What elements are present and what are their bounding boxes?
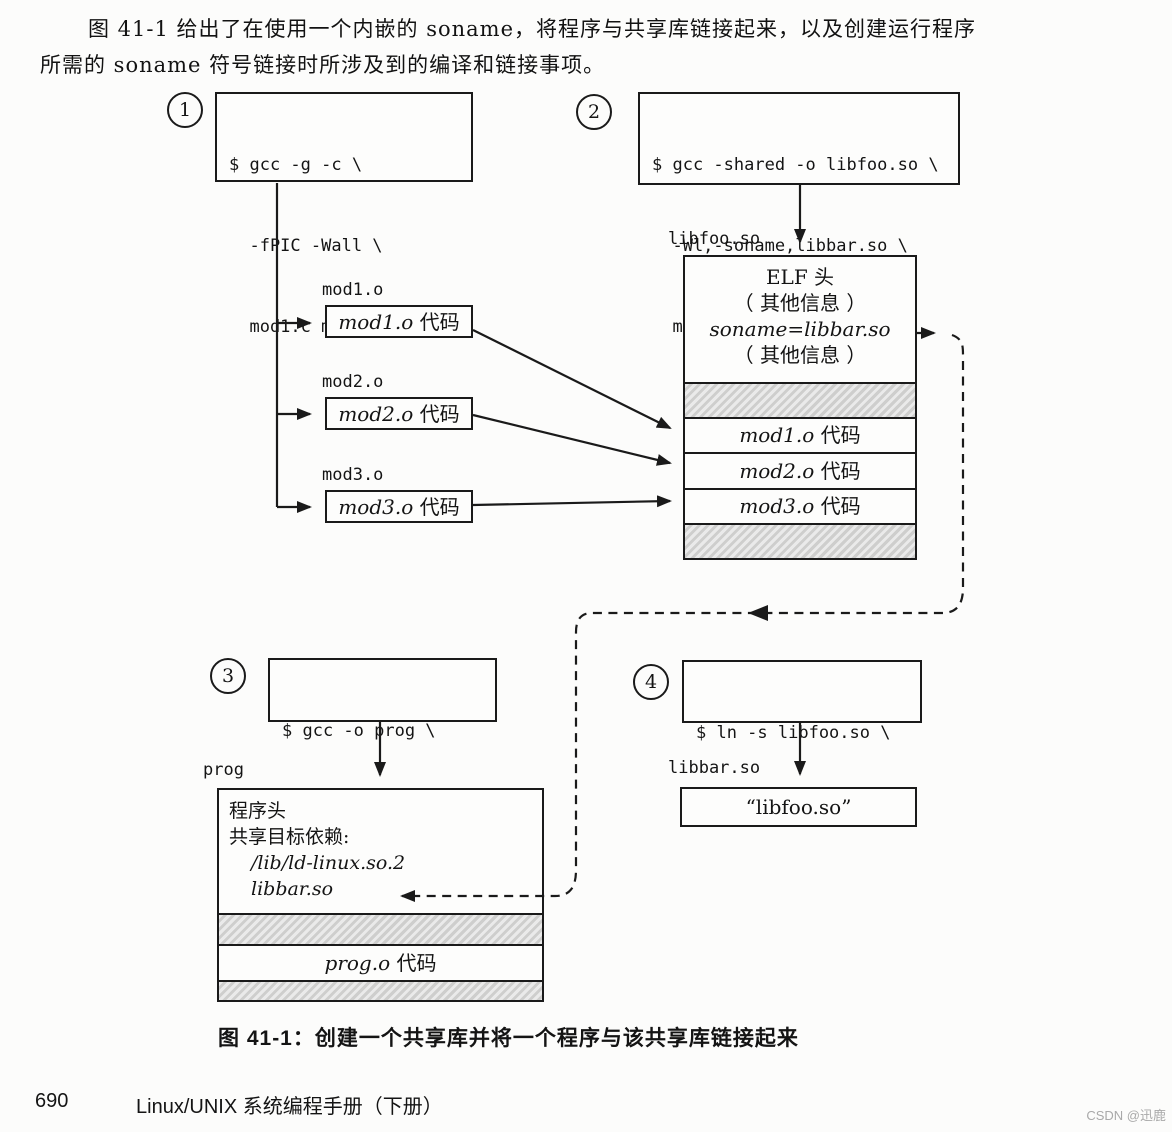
intro-paragraph-line1: 图 41-1 给出了在使用一个内嵌的 soname，将程序与共享库链接起来，以及… xyxy=(88,17,977,41)
step-3-number: 3 xyxy=(210,658,246,694)
shaded-section xyxy=(219,913,542,944)
mod1-code-row: mod1.o 代码 xyxy=(685,417,915,452)
prog-label: prog xyxy=(203,760,244,780)
code-name: mod3.o xyxy=(739,494,815,518)
step-1-number: 1 xyxy=(167,92,203,128)
command-line: -fPIC -Wall \ xyxy=(249,236,383,256)
step-2-number: 2 xyxy=(576,94,612,130)
code-suffix: 代码 xyxy=(820,459,861,483)
elf-header-title: ELF 头 xyxy=(765,265,835,289)
csdn-watermark: CSDN @迅鹿 xyxy=(1086,1108,1166,1123)
code-name: mod3.o xyxy=(338,495,414,519)
code-name: mod2.o xyxy=(338,402,414,426)
code-suffix: 代码 xyxy=(419,495,460,519)
code-name: mod1.o xyxy=(338,310,414,334)
intro-paragraph-line2: 所需的 soname 符号链接时所涉及到的编译和链接事项。 xyxy=(40,53,606,77)
elf-other-info: （ 其他信息 ） xyxy=(733,343,867,367)
step-2-command-box: $ gcc -shared -o libfoo.so \ -Wl,-soname… xyxy=(638,92,960,337)
mod2-o-label: mod2.o xyxy=(322,372,384,392)
mod1-o-label: mod1.o xyxy=(322,280,384,300)
libfoo-so-label: libfoo.so xyxy=(668,229,761,249)
shaded-section xyxy=(685,382,915,417)
dashed-path-mid-arrowhead xyxy=(748,605,768,621)
mod2-code-row: mod2.o 代码 xyxy=(685,452,915,488)
code-suffix: 代码 xyxy=(396,951,437,975)
libbar-so-label: libbar.so xyxy=(668,758,761,778)
page-number: 690 xyxy=(35,1090,69,1112)
mod3-code-row: mod3.o 代码 xyxy=(685,488,915,523)
step-4-number: 4 xyxy=(633,664,669,700)
code-name: mod2.o xyxy=(739,459,815,483)
code-suffix: 代码 xyxy=(419,310,460,334)
program-header-section: 程序头 共享目标依赖: /lib/ld-linux.so.2 libbar.so xyxy=(219,790,542,913)
shared-deps-title: 共享目标依赖: xyxy=(229,826,350,848)
elf-other-info: （ 其他信息 ） xyxy=(733,291,867,315)
shaded-section xyxy=(685,523,915,558)
elf-header-section: ELF 头 （ 其他信息 ） soname=libbar.so （ 其他信息 ） xyxy=(685,257,915,382)
shaded-section xyxy=(219,980,542,1000)
prog-code-row: prog.o 代码 xyxy=(219,944,542,980)
dependency-libbar: libbar.so xyxy=(251,878,334,900)
figure-caption: 图 41-1：创建一个共享库并将一个程序与该共享库链接起来 xyxy=(218,1027,799,1050)
step-3-command-box: $ gcc -o prog \ prog.c libfoo.so xyxy=(268,658,497,822)
book-title: Linux/UNIX 系统编程手册（下册） xyxy=(136,1096,443,1118)
libfoo-so-box: ELF 头 （ 其他信息 ） soname=libbar.so （ 其他信息 ）… xyxy=(683,255,917,560)
command-line: $ ln -s libfoo.so \ xyxy=(696,723,891,743)
command-line: $ gcc -g -c \ xyxy=(229,155,363,175)
prog-box: 程序头 共享目标依赖: /lib/ld-linux.so.2 libbar.so… xyxy=(217,788,544,1002)
program-header-title: 程序头 xyxy=(229,800,287,822)
command-line: -Wl,-soname,libbar.so \ xyxy=(672,236,908,256)
step-4-command-box: $ ln -s libfoo.so \ libbar.so xyxy=(682,660,922,824)
soname-entry: soname=libbar.so xyxy=(709,317,891,341)
arrow-mod1-to-row xyxy=(472,329,672,429)
mod2-o-box: mod2.o 代码 xyxy=(325,397,473,430)
code-suffix: 代码 xyxy=(820,423,861,447)
code-suffix: 代码 xyxy=(820,494,861,518)
mod3-o-box: mod3.o 代码 xyxy=(325,490,473,523)
arrow-mod3-to-row xyxy=(472,495,672,508)
command-line: $ gcc -shared -o libfoo.so \ xyxy=(652,155,939,175)
mod3-o-label: mod3.o xyxy=(322,465,384,485)
mod1-o-box: mod1.o 代码 xyxy=(325,305,473,338)
arrow-mod2-to-row xyxy=(472,413,672,466)
symlink-target: “libfoo.so” xyxy=(745,795,852,819)
command-line: $ gcc -o prog \ xyxy=(282,721,436,741)
libbar-so-box: “libfoo.so” xyxy=(680,787,917,827)
code-name: prog.o xyxy=(324,951,391,975)
code-suffix: 代码 xyxy=(419,402,460,426)
dependency-ld-linux: /lib/ld-linux.so.2 xyxy=(251,852,406,874)
step-1-command-box: $ gcc -g -c \ -fPIC -Wall \ mod1.c mod2.… xyxy=(215,92,473,337)
code-name: mod1.o xyxy=(739,423,815,447)
